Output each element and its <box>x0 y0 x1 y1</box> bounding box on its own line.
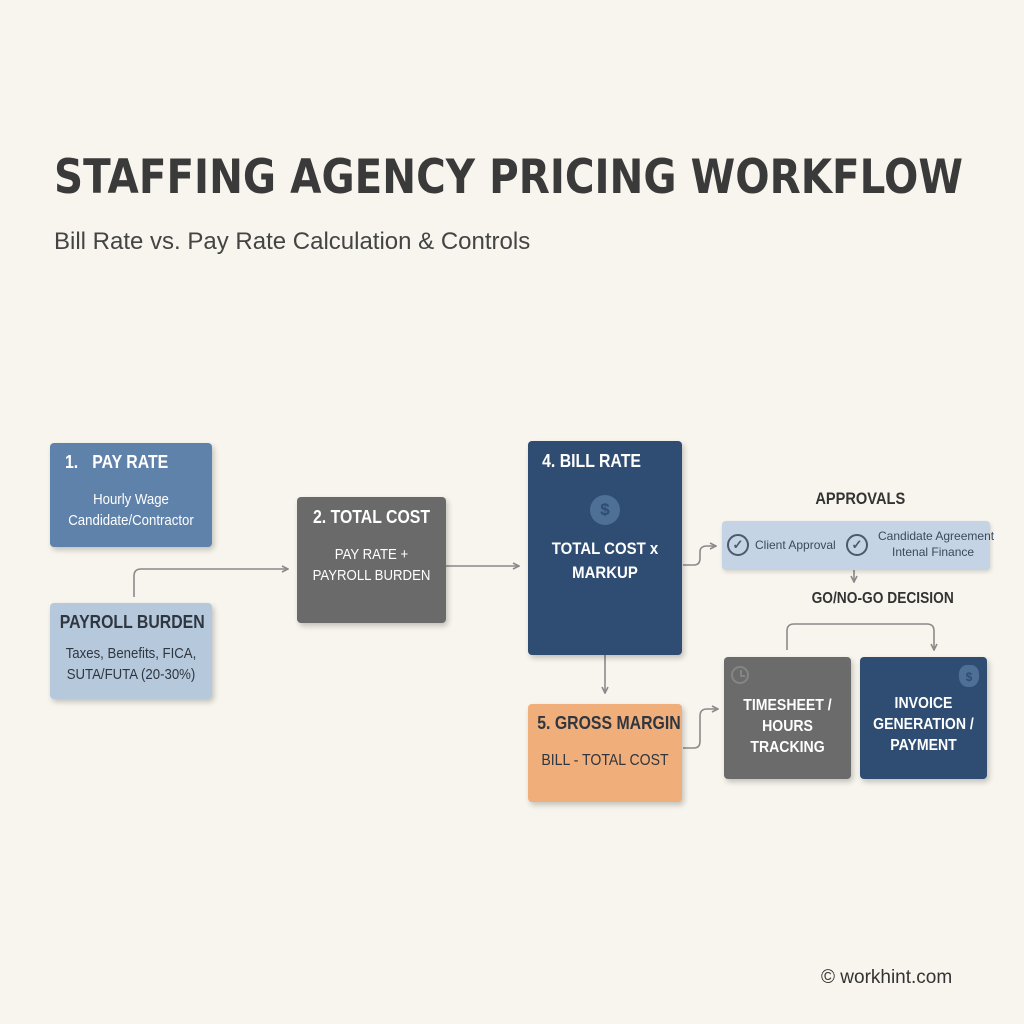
bill-rate-line1: TOTAL COST x <box>551 539 659 558</box>
money-bag-icon: $ <box>959 665 979 687</box>
payroll-burden-title: PAYROLL BURDEN <box>59 612 205 632</box>
invoice-line1: INVOICE <box>894 695 953 712</box>
approvals-panel[interactable]: ✓ Client Approval ✓ Candidate Agreement … <box>722 521 994 570</box>
connector-bill-rate-to-approvals <box>683 546 716 566</box>
payroll-burden-line1: Taxes, Benefits, FICA, <box>65 645 197 662</box>
page-subtitle: Bill Rate vs. Pay Rate Calculation & Con… <box>54 228 531 255</box>
connector-margin-to-timesheet <box>683 709 718 749</box>
bill-rate-line2: MARKUP <box>572 563 638 582</box>
invoice-line2: GENERATION / <box>873 716 974 733</box>
dollar-icon: $ <box>590 495 620 525</box>
pay-rate-node[interactable]: 1. PAY RATE Hourly Wage Candidate/Contrac… <box>50 443 212 547</box>
timesheet-line1: TIMESHEET / <box>743 697 832 714</box>
approvals-label: APPROVALS <box>815 489 906 508</box>
connector-decision-split <box>786 623 934 650</box>
clock-icon <box>731 666 749 684</box>
invoice-line3: PAYMENT <box>890 737 957 754</box>
check-circle-icon: ✓ <box>846 534 868 556</box>
bill-rate-node[interactable]: 4. BILL RATE $ TOTAL COST x MARKUP <box>528 441 682 655</box>
total-cost-line2: PAYROLL BURDEN <box>312 567 431 584</box>
timesheet-line2: HOURS TRACKING <box>750 718 825 756</box>
gross-margin-line1: BILL - TOTAL COST <box>541 752 669 769</box>
gross-margin-title: 5. GROSS MARGIN <box>537 713 681 733</box>
page-title: STAFFING AGENCY PRICING WORKFLOW <box>54 150 963 205</box>
pay-rate-line2: Candidate/Contractor <box>68 512 194 529</box>
gross-margin-node[interactable]: 5. GROSS MARGIN BILL - TOTAL COST <box>528 704 682 802</box>
pay-rate-number: 1. <box>64 452 79 472</box>
copyright-footer: © workhint.com <box>821 967 953 988</box>
payroll-burden-line2: SUTA/FUTA (20-30%) <box>66 666 196 683</box>
go-no-go-label: GO/NO-GO DECISION <box>811 590 954 607</box>
check-circle-icon: ✓ <box>727 534 749 556</box>
connector-pay-rate-to-burden <box>133 569 288 597</box>
bill-rate-title: 4. BILL RATE <box>542 451 641 471</box>
pay-rate-title: PAY RATE <box>92 452 169 472</box>
invoice-node[interactable]: $ INVOICE GENERATION / PAYMENT <box>860 657 987 779</box>
total-cost-node[interactable]: 2. TOTAL COST PAY RATE + PAYROLL BURDEN <box>297 497 446 623</box>
timesheet-node[interactable]: TIMESHEET / HOURS TRACKING <box>724 657 851 779</box>
payroll-burden-node[interactable]: PAYROLL BURDEN Taxes, Benefits, FICA, SU… <box>50 603 212 699</box>
pay-rate-line1: Hourly Wage <box>93 491 169 508</box>
total-cost-line1: PAY RATE + <box>334 546 409 563</box>
total-cost-title: 2. TOTAL COST <box>312 507 431 527</box>
candidate-agreement-label: Candidate Agreement <box>878 529 995 543</box>
internal-finance-label: Intenal Finance <box>892 545 975 559</box>
client-approval-label: Client Approval <box>755 538 836 552</box>
